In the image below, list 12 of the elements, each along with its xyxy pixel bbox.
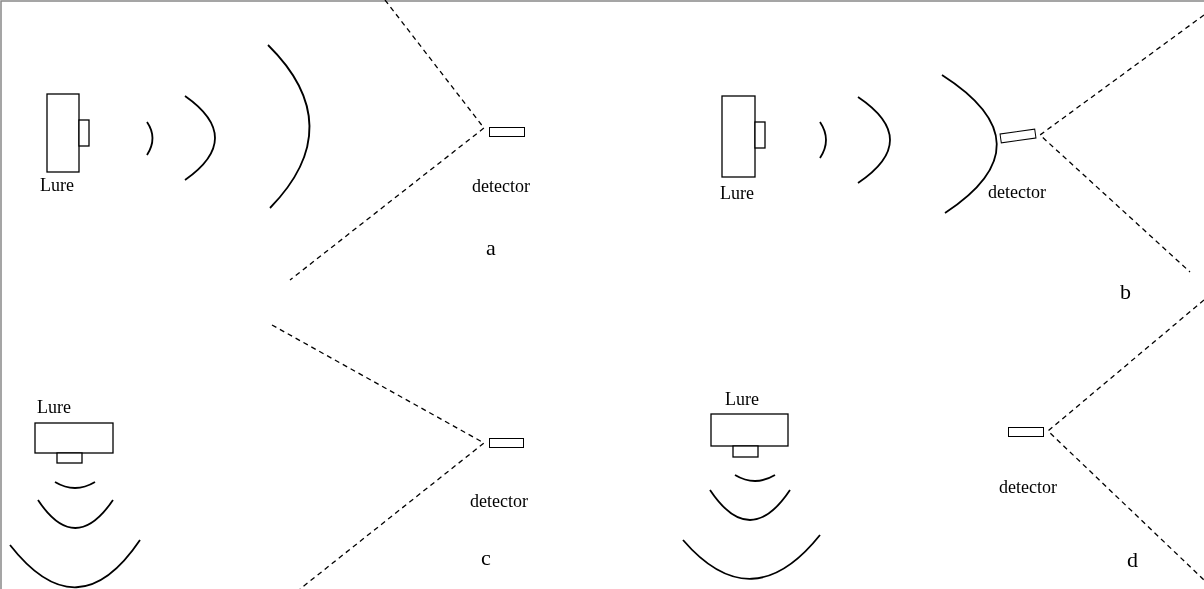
detector-label: detector: [472, 176, 530, 196]
lure-label: Lure: [720, 183, 754, 203]
lure-label: Lure: [725, 389, 759, 409]
panel-letter: d: [1127, 548, 1138, 572]
panel-letter: a: [486, 236, 496, 260]
detector-label: detector: [470, 491, 528, 511]
panel-letter: c: [481, 546, 491, 570]
panel-letter: b: [1120, 280, 1131, 304]
lure-label: Lure: [37, 397, 71, 417]
detector-label: detector: [988, 182, 1046, 202]
lure-label: Lure: [40, 175, 74, 195]
detector-label: detector: [999, 477, 1057, 497]
